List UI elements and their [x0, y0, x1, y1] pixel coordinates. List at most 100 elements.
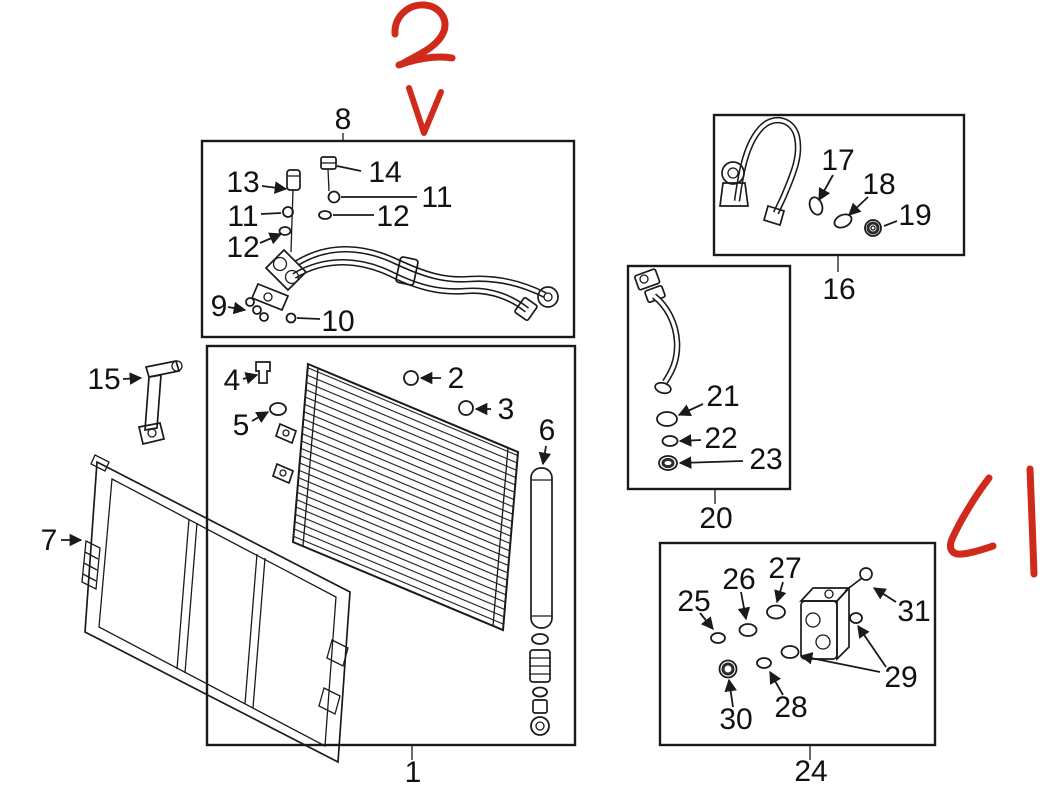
callout-29-arrow-a: [857, 624, 887, 668]
support-vent-line-3: [82, 573, 97, 582]
callout-19-arrow: [883, 220, 898, 227]
condenser-fin-core: [291, 362, 520, 632]
callout-13-arrow: [261, 181, 288, 194]
part-17-oring: [808, 196, 824, 216]
support-mullion-1b: [184, 522, 198, 674]
suction-hose: [719, 116, 882, 237]
handwritten-21-mark-stroke-b: [1026, 465, 1038, 578]
callout-14-arrow: [336, 165, 362, 172]
part-3-oring: [458, 400, 474, 416]
callout-4-arrow: [242, 372, 259, 385]
callout-4-label: 4: [224, 364, 241, 397]
part-6-drier-body: [530, 467, 553, 629]
part-23-grommet-ring: [661, 457, 675, 469]
hose-loop: [733, 116, 802, 215]
callout-27-label: 27: [768, 552, 801, 585]
condenser-core: [271, 362, 520, 632]
part-13-valve-cap: [286, 169, 301, 191]
support-mullion-1a: [176, 518, 190, 670]
hose-end-fitting: [537, 286, 559, 308]
part-22-oring: [661, 435, 679, 447]
hose-fitting-block: [719, 182, 749, 207]
support-vent-line-2: [83, 562, 98, 571]
callout-28-arrow: [769, 670, 784, 696]
callout-17-arrow: [818, 174, 834, 202]
part-4-plug: [255, 361, 271, 384]
callout-22-label: 22: [704, 422, 737, 455]
manifold-port-1: [272, 256, 288, 272]
callout-15-arrow: [122, 372, 143, 385]
callout-13-label: 13: [226, 166, 259, 199]
callout-9-label: 9: [211, 290, 228, 323]
part-28-oring: [756, 657, 772, 669]
callouts-box-24: 25 26 27 31 29 28 30 24: [677, 552, 930, 788]
callout-26-arrow: [737, 591, 751, 621]
condenser-left-header: [302, 367, 319, 547]
callout-17-label: 17: [821, 144, 854, 177]
valve-port-2: [815, 634, 831, 650]
manifold-flange: [250, 282, 290, 312]
callout-1-label: 1: [405, 756, 422, 789]
callout-29-arrow-b: [799, 652, 881, 673]
callout-21-label: 21: [706, 380, 739, 413]
callouts-box-16: 17 18 19 16: [818, 144, 932, 306]
callout-12b-label: 12: [226, 231, 259, 264]
hose-tube-b-core: [293, 260, 529, 312]
callout-31-arrow: [872, 587, 897, 603]
handwritten-2-mark: [391, 1, 456, 69]
manifold-flange-hole: [263, 292, 273, 302]
drier-oring-upper: [531, 633, 549, 645]
callout-25-label: 25: [677, 585, 710, 618]
callout-7-label: 7: [41, 524, 58, 557]
part-9-seal-2: [252, 305, 262, 315]
support-mullion-2a: [244, 553, 258, 705]
drier-ring-inner: [535, 721, 545, 731]
callout-15-label: 15: [87, 363, 120, 396]
callout-5-arrow: [251, 411, 270, 424]
callout-11b-arrow: [260, 212, 282, 215]
hose-clamp: [395, 256, 419, 286]
callout-22-arrow: [678, 434, 702, 447]
part-5-oring: [269, 402, 287, 416]
part-23-grommet-outer: [658, 455, 678, 471]
callout-28-label: 28: [774, 691, 807, 724]
hose-end-fitting-port: [543, 292, 553, 302]
pipe-body-core: [652, 294, 679, 383]
receiver-drier: [529, 467, 553, 736]
callouts-left: 15 7: [41, 363, 143, 557]
part-30-grommet-ring: [721, 662, 735, 676]
part-7-support-frame: [81, 454, 351, 764]
support-mullion-2b: [252, 557, 266, 709]
pressure-pipe: [633, 268, 681, 471]
callout-27-arrow: [774, 581, 787, 604]
part-10-seal: [285, 312, 297, 324]
box-8-frame: [200, 139, 576, 339]
part-18-oring: [833, 213, 853, 229]
callout-11a-label: 11: [421, 181, 452, 214]
valve-top-port: [824, 589, 834, 599]
bracket-foot: [137, 422, 166, 446]
hose-crimp: [762, 204, 786, 227]
hose-eyelet: [721, 161, 745, 185]
support-top-tab: [90, 454, 110, 472]
part-26-oring: [738, 623, 758, 637]
part-25-oring: [710, 632, 726, 644]
drier-cap: [532, 699, 548, 714]
pipe-fitting-block: [633, 268, 661, 291]
bracket-foot-hole: [147, 428, 157, 438]
support-tab-2: [318, 687, 341, 715]
callout-10-arrow: [296, 317, 321, 320]
callouts-box-20: 21 22 23 20: [677, 380, 783, 535]
callout-8-label: 8: [335, 103, 352, 136]
callout-24-label: 24: [794, 755, 827, 788]
part-30-grommet-outer: [718, 659, 738, 679]
bracket-arm-eye: [171, 360, 183, 372]
part-12-oring-b: [278, 226, 292, 236]
pipe-flange: [654, 381, 672, 395]
condenser-right-header: [492, 447, 509, 627]
drier-ring-outer: [530, 716, 550, 736]
callout-3-label: 3: [498, 393, 515, 426]
radiator-support-group: 15 7: [41, 360, 351, 764]
box-16-frame: [712, 113, 966, 257]
callout-2-label: 2: [448, 362, 465, 395]
